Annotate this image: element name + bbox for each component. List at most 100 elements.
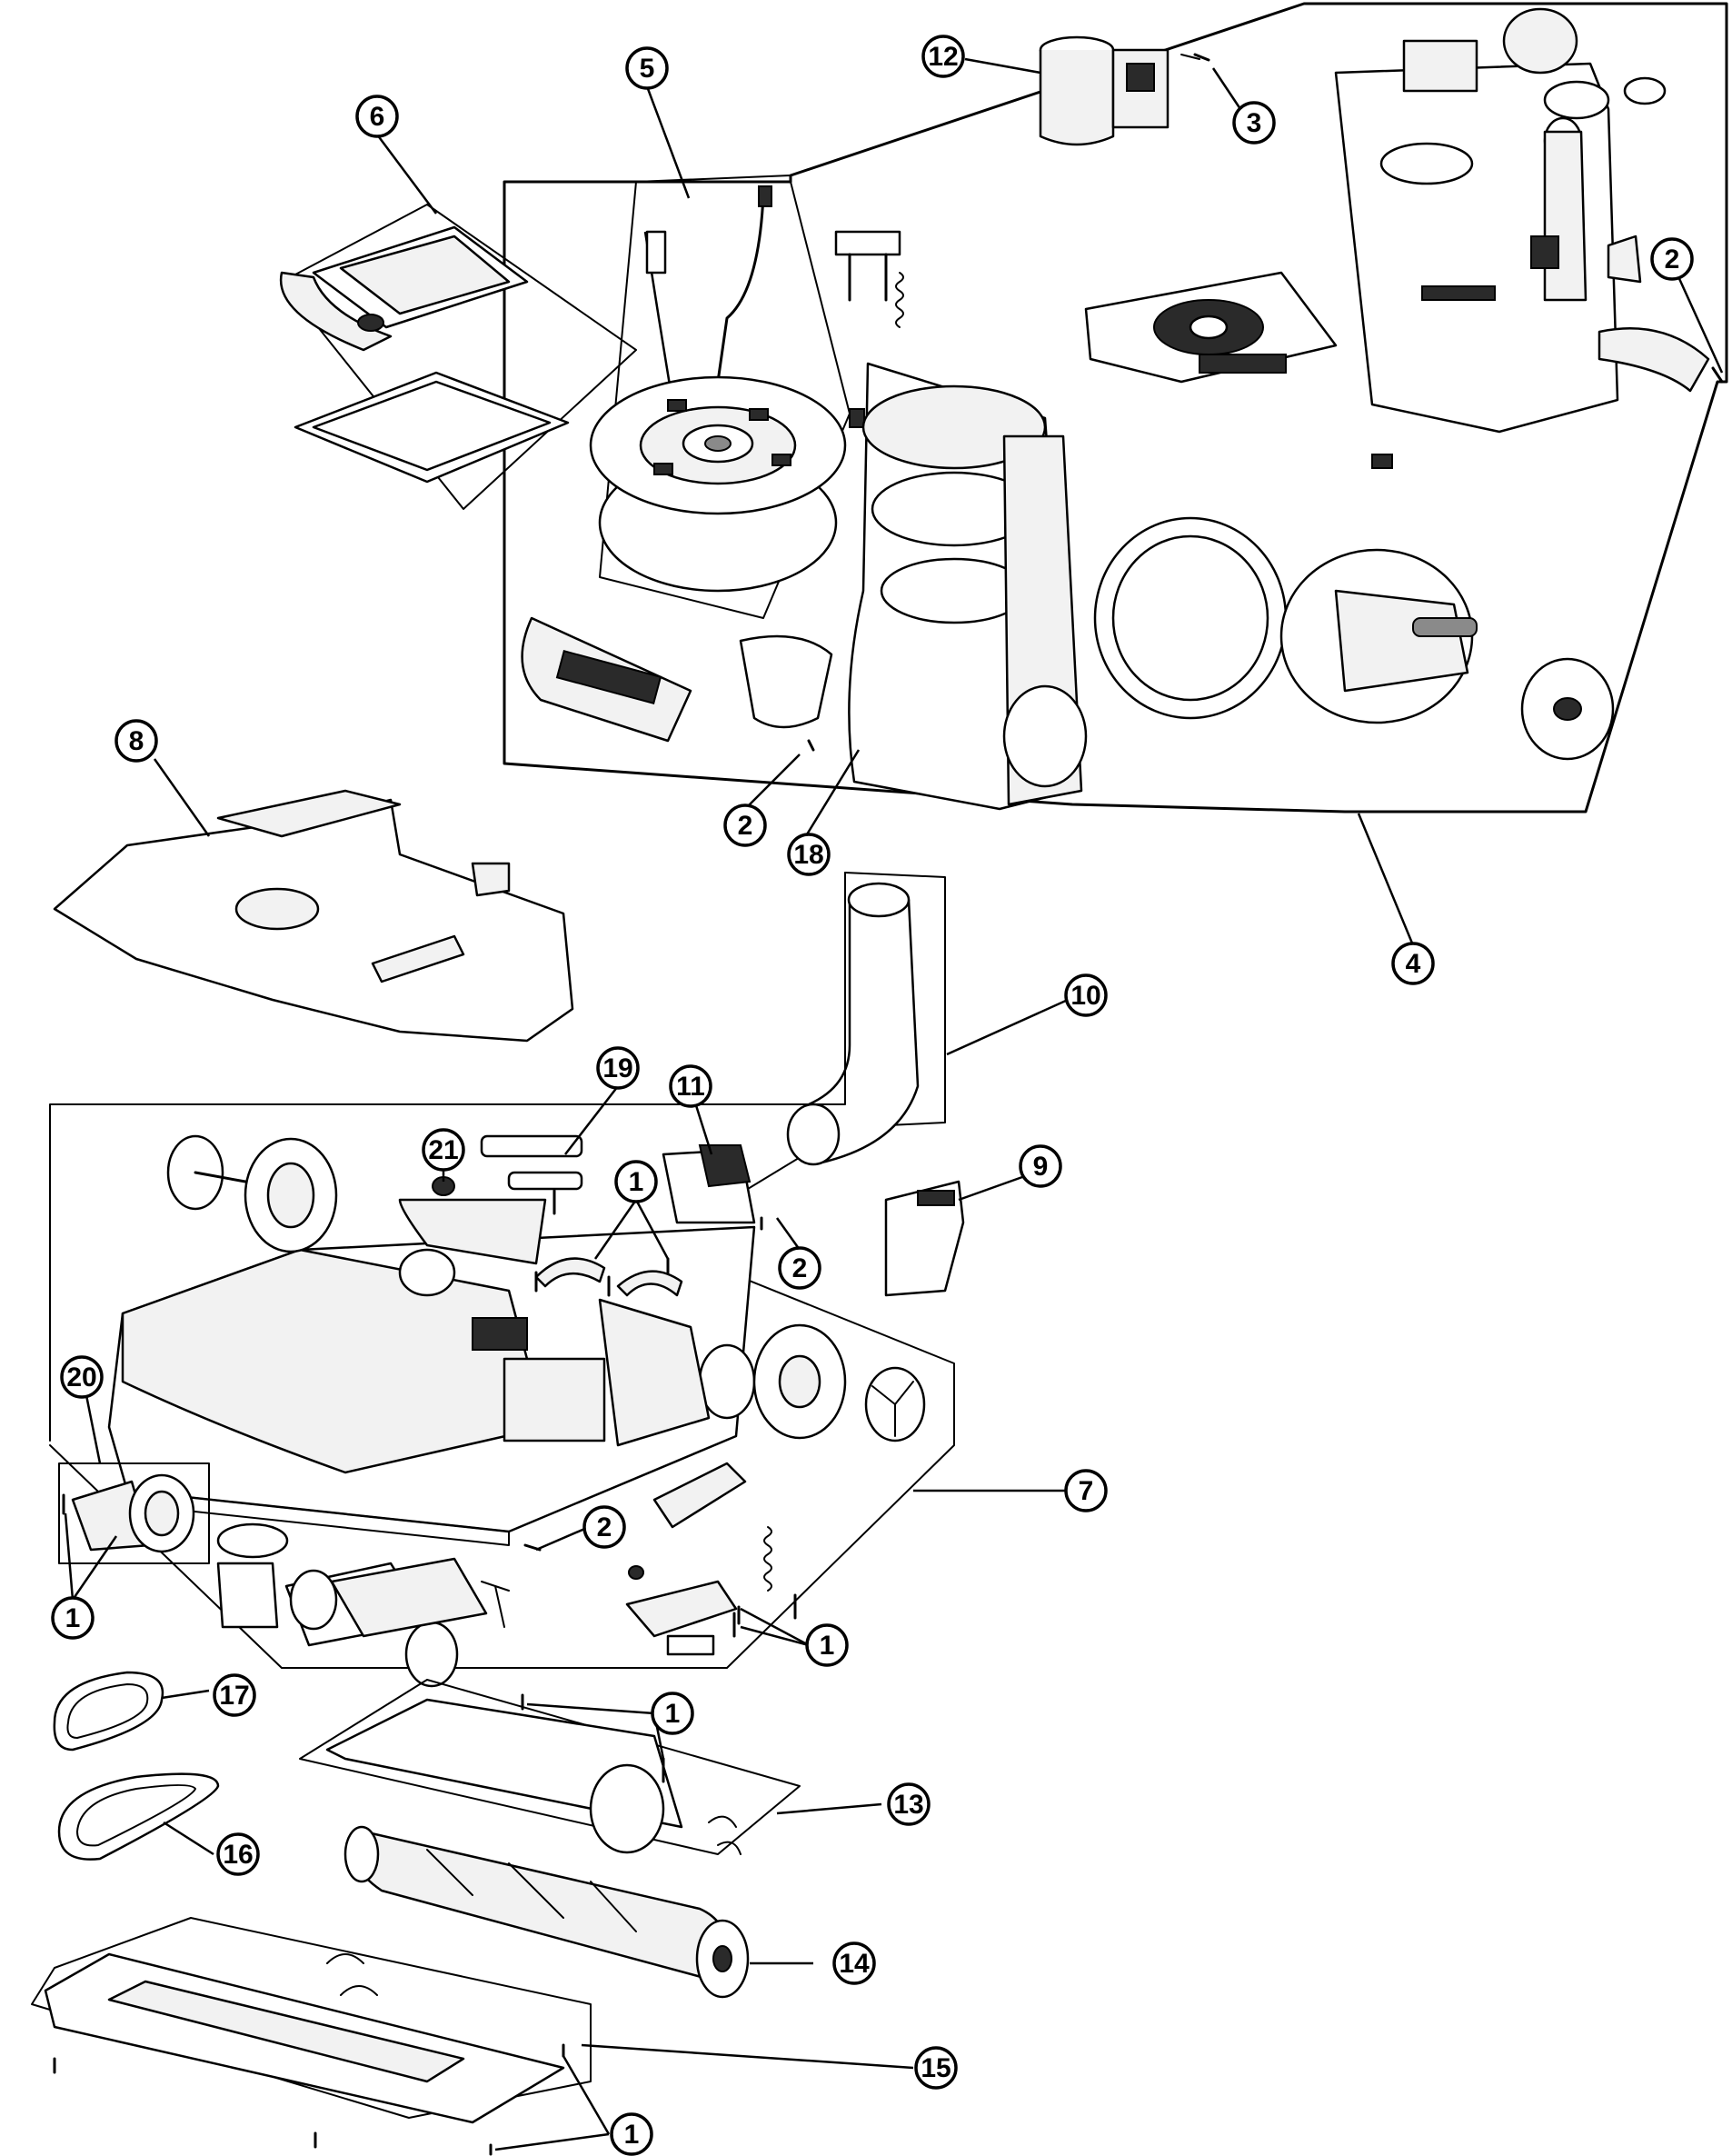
callout-circle xyxy=(216,1832,260,1876)
callout-number: 1 xyxy=(665,1699,681,1729)
part-6-filter-assembly xyxy=(279,204,637,510)
callout-number: 21 xyxy=(428,1135,458,1165)
callout-number: 1 xyxy=(65,1603,81,1633)
callout-c1e: 1 xyxy=(610,2112,653,2156)
callout-number: 18 xyxy=(793,840,823,870)
callout-circle xyxy=(114,719,158,763)
callout-number: 14 xyxy=(839,1949,870,1979)
callout-number: 12 xyxy=(928,42,958,72)
callout-circle xyxy=(51,1596,95,1640)
part-rear-wheel-left xyxy=(166,1134,338,1253)
callout-c14: 14 xyxy=(832,1941,876,1985)
callout-c1a: 1 xyxy=(614,1160,658,1203)
part-14-brushroll xyxy=(343,1825,750,1999)
part-10-duct xyxy=(722,872,946,1205)
part-motor-and-filter xyxy=(1093,516,1615,761)
callout-c21: 21 xyxy=(422,1128,465,1172)
group-7-outline xyxy=(49,872,955,1669)
callout-circle xyxy=(651,1692,694,1735)
callout-circle xyxy=(887,1782,931,1826)
part-11-valve xyxy=(662,1144,756,1224)
callout-c18: 18 xyxy=(787,833,831,876)
callout-c5: 5 xyxy=(625,46,669,90)
callout-c7: 7 xyxy=(1064,1469,1108,1512)
callout-circle xyxy=(787,833,831,876)
part-5-cord-reel xyxy=(589,175,851,619)
part-9-cover xyxy=(884,1180,965,1297)
callout-c1c: 1 xyxy=(805,1623,849,1667)
callout-number: 20 xyxy=(66,1362,96,1392)
part-cyclone-housing xyxy=(848,362,1088,811)
callout-circle xyxy=(921,35,965,78)
callout-c12: 12 xyxy=(921,35,965,78)
callout-c15: 15 xyxy=(914,2046,958,2090)
callout-c16: 16 xyxy=(216,1832,260,1876)
callout-number: 1 xyxy=(820,1631,835,1661)
callout-number: 3 xyxy=(1247,108,1262,138)
callout-c3: 3 xyxy=(1232,101,1276,145)
callout-circle xyxy=(914,2046,958,2090)
part-base-body xyxy=(107,1198,756,1546)
callout-circle xyxy=(625,46,669,90)
part-17-belt xyxy=(53,1671,164,1752)
callout-circle xyxy=(1232,101,1276,145)
callout-circle xyxy=(1391,942,1435,985)
callout-number: 13 xyxy=(893,1790,923,1820)
callout-c10: 10 xyxy=(1064,973,1108,1017)
callout-circle xyxy=(60,1355,104,1399)
callout-number: 2 xyxy=(792,1253,808,1283)
callout-circle xyxy=(213,1673,256,1717)
callout-number: 16 xyxy=(223,1840,253,1870)
callout-c4: 4 xyxy=(1391,942,1435,985)
part-12-motor-housing xyxy=(1039,35,1200,146)
callout-circle xyxy=(805,1623,849,1667)
callout-number: 11 xyxy=(676,1072,705,1102)
part-separator-base xyxy=(1084,271,1338,384)
callout-circle xyxy=(1064,1469,1108,1512)
callout-c11: 11 xyxy=(669,1064,712,1108)
part-8-hood xyxy=(53,789,574,1043)
callout-circle xyxy=(778,1246,821,1290)
callout-number: 5 xyxy=(640,54,655,84)
callout-number: 19 xyxy=(602,1053,632,1083)
part-hose-brackets xyxy=(534,1257,683,1297)
callout-number: 8 xyxy=(129,726,144,756)
callout-c1b: 1 xyxy=(51,1596,95,1640)
callout-circle xyxy=(1019,1144,1062,1188)
callout-number: 6 xyxy=(370,102,385,132)
part-base-small-parts xyxy=(216,1462,772,1688)
callout-c2a: 2 xyxy=(1650,237,1694,281)
callout-number: 7 xyxy=(1079,1476,1094,1506)
callout-c13: 13 xyxy=(887,1782,931,1826)
callout-c1d: 1 xyxy=(651,1692,694,1735)
callout-number: 9 xyxy=(1033,1152,1049,1182)
callout-circle xyxy=(1064,973,1108,1017)
callout-circle xyxy=(614,1160,658,1203)
screws xyxy=(53,53,1724,2156)
callout-c17: 17 xyxy=(213,1673,256,1717)
part-16-belt xyxy=(57,1772,220,1861)
callout-circle xyxy=(596,1046,640,1090)
part-upper-chassis xyxy=(1334,7,1710,469)
callout-number: 15 xyxy=(921,2053,951,2083)
callout-number: 1 xyxy=(629,1167,644,1197)
callout-c6: 6 xyxy=(355,95,399,138)
callout-c8: 8 xyxy=(114,719,158,763)
callout-circle xyxy=(582,1505,626,1549)
part-20-wheel-assembly xyxy=(58,1462,210,1564)
callout-c2c: 2 xyxy=(778,1246,821,1290)
callout-circle xyxy=(355,95,399,138)
callout-c20: 20 xyxy=(60,1355,104,1399)
callout-number: 1 xyxy=(624,2120,640,2150)
callout-c9: 9 xyxy=(1019,1144,1062,1188)
callout-c2d: 2 xyxy=(582,1505,626,1549)
part-rear-wheel-right xyxy=(752,1323,926,1442)
callout-number: 2 xyxy=(738,811,753,841)
callout-circle xyxy=(723,804,767,847)
part-13-brushroll-housing xyxy=(299,1679,801,1855)
part-15-bottom-plate xyxy=(31,1917,592,2124)
callout-number: 4 xyxy=(1406,949,1421,979)
